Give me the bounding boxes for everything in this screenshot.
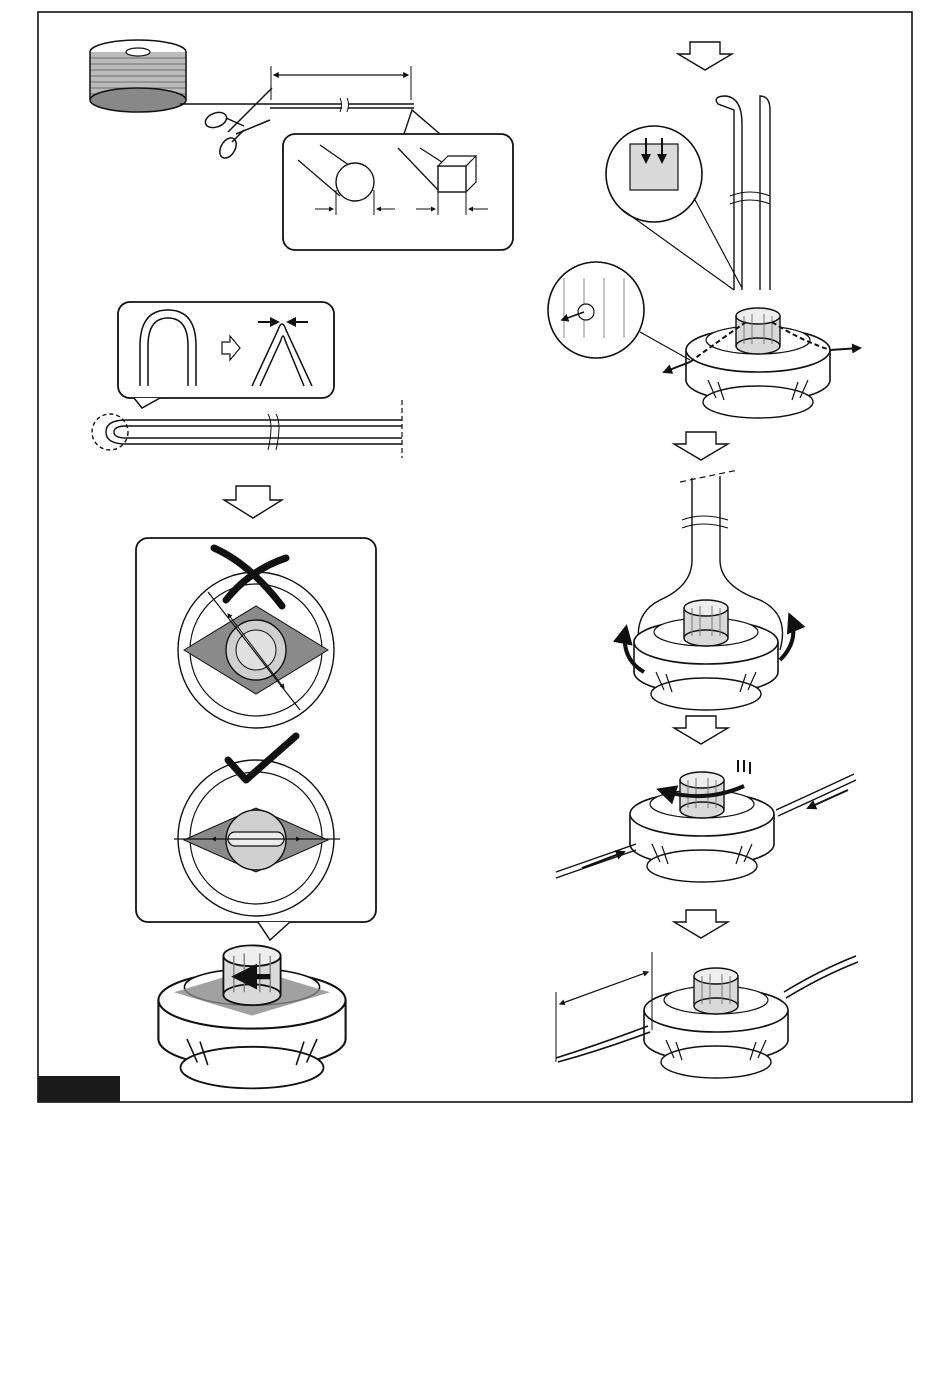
final-length-head [556,952,858,1078]
scissors-icon [203,88,272,161]
step-arrow-3 [674,432,728,460]
align-knob-panel [136,538,376,940]
step-arrow-5 [674,910,728,938]
length-dimension [271,66,411,100]
insert-line-head [548,96,860,418]
rotate-knob-head [158,945,345,1088]
figure-tab [38,1076,120,1102]
step-arrow-1 [224,486,282,518]
step-arrow-2 [678,42,732,70]
step-arrow-4 [674,716,728,744]
bend-line-callout [118,302,334,408]
bent-line [92,400,402,458]
wind-line-head [556,760,856,882]
line-spool [90,40,414,112]
line-profiles-callout [283,110,513,250]
pull-loops-head [625,470,794,710]
